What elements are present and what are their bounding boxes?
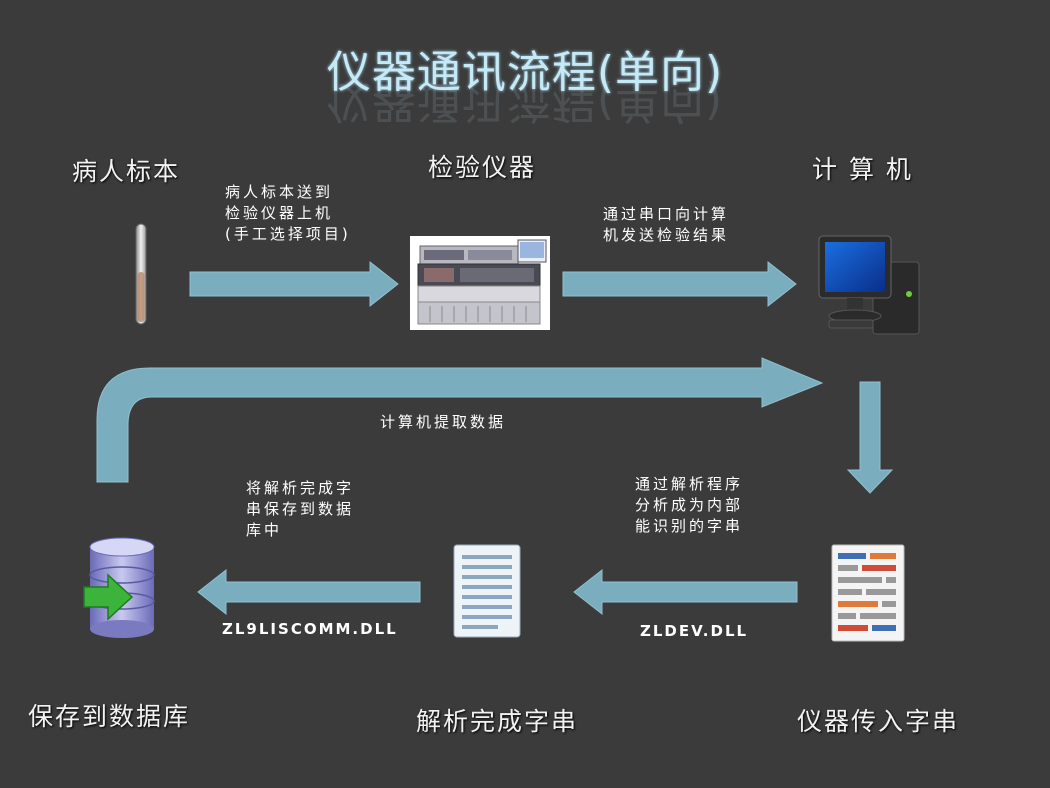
arrow-specimen-to-instrument — [189, 260, 399, 308]
database-import-icon — [83, 537, 155, 638]
arrow-to-database — [197, 568, 421, 616]
lab-analyzer-icon — [410, 236, 550, 330]
dll-label-zl9liscomm: ZL9LISCOMM.DLL — [222, 620, 398, 638]
diagram-title: 仪器通讯流程(单向) — [326, 47, 724, 98]
note-send-to-computer: 通过串口向计算 机发送检验结果 — [603, 205, 730, 244]
node-label-instrument-string: 仪器传入字串 — [797, 707, 960, 736]
dll-label-zldev: ZLDEV.DLL — [640, 622, 749, 640]
node-label-parsed-string: 解析完成字串 — [416, 707, 579, 736]
node-label-specimen: 病人标本 — [72, 157, 181, 186]
arrow-instrument-to-computer — [562, 260, 797, 308]
text-document-icon — [831, 544, 905, 642]
desktop-computer-icon — [818, 235, 920, 335]
arrow-computer-down — [846, 381, 894, 494]
node-label-instrument: 检验仪器 — [428, 153, 537, 182]
list-document-icon — [453, 544, 521, 638]
note-parse-program: 通过解析程序 分析成为内部 能识别的字串 — [635, 475, 744, 535]
note-save-string: 将解析完成字 串保存到数据 库中 — [246, 479, 355, 539]
node-label-save-db: 保存到数据库 — [28, 702, 191, 731]
note-send-to-instrument: 病人标本送到 检验仪器上机 (手工选择项目) — [225, 183, 351, 243]
arrow-to-parsed — [573, 568, 798, 616]
node-label-computer: 计 算 机 — [812, 155, 913, 184]
note-computer-fetch: 计算机提取数据 — [380, 413, 507, 431]
test-tube-icon — [135, 223, 147, 325]
arrow-fetch-loop — [96, 357, 824, 483]
